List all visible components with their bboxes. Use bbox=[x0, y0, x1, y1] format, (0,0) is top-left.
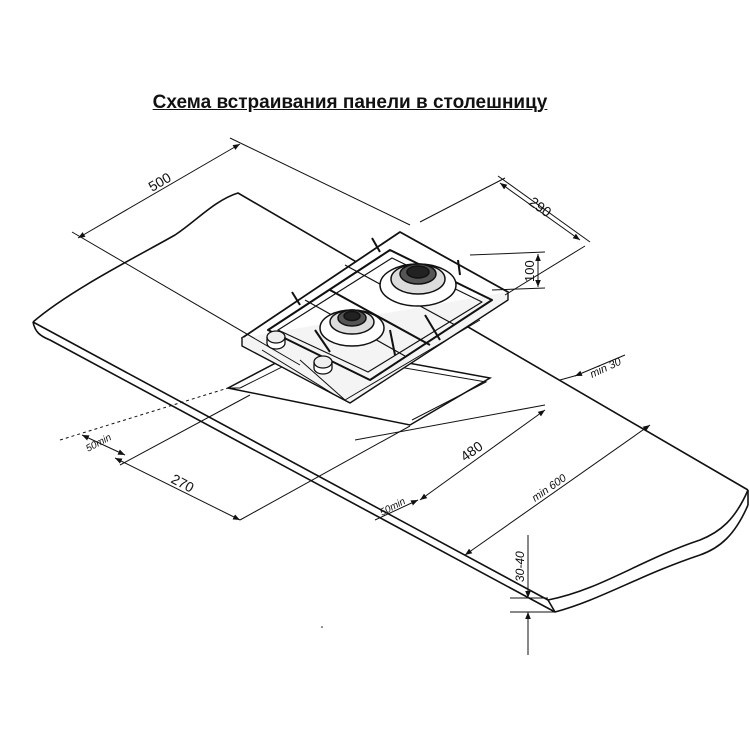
burner-large bbox=[379, 263, 457, 307]
dimension-lines bbox=[59, 137, 651, 655]
burner-small bbox=[319, 309, 385, 347]
dim-30-40: 30-40 bbox=[513, 551, 527, 582]
dim-480: 480 bbox=[457, 438, 485, 465]
dim-290: 290 bbox=[526, 193, 554, 220]
control-knob-left bbox=[266, 330, 286, 350]
dim-100: 100 bbox=[522, 260, 537, 282]
countertop-front-edge-top bbox=[32, 321, 749, 601]
pan-support-grate bbox=[267, 237, 493, 381]
dim-270: 270 bbox=[169, 471, 197, 496]
dim-min30: min 30 bbox=[588, 356, 624, 381]
hob-body-under bbox=[299, 319, 481, 401]
dim-min600: min 600 bbox=[530, 472, 570, 505]
dim-50min-front: 50min bbox=[378, 496, 408, 519]
countertop-front-edge bbox=[32, 321, 749, 613]
dim-500: 500 bbox=[146, 169, 174, 195]
dim-50min-left: 50min bbox=[84, 432, 114, 455]
countertop-corner bbox=[547, 599, 556, 613]
diagram-title: Схема встраивания панели в столешницу bbox=[152, 92, 548, 113]
control-knob-right bbox=[313, 355, 333, 375]
gas-hob bbox=[241, 231, 509, 404]
